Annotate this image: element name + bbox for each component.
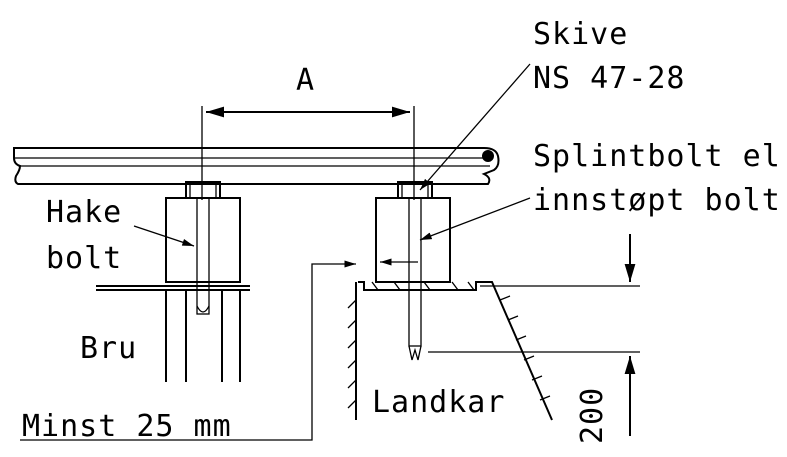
split-bolt-label-2: innstøpt bolt — [533, 183, 781, 218]
dimension-200: 200 — [428, 234, 640, 444]
split-bolt-block — [375, 181, 451, 361]
washer-label-2: NS 47-28 — [533, 61, 686, 96]
dimension-a: A — [201, 63, 415, 200]
bridge-label: Bru — [80, 331, 137, 366]
dimension-a-label: A — [296, 63, 315, 98]
split-bolt-label-1: Splintbolt el. — [533, 139, 787, 174]
abutment-label: Landkar — [372, 385, 505, 420]
min-distance-label: Minst 25 mm — [22, 409, 232, 444]
dimension-200-label: 200 — [575, 387, 610, 444]
abutment — [347, 281, 553, 421]
leaders — [20, 63, 531, 441]
hook-bolt-label-1: Hake — [46, 195, 122, 230]
bridge-structure — [96, 285, 250, 382]
rail — [13, 147, 500, 185]
washer-label-1: Skive — [533, 17, 628, 52]
hook-bolt-label-2: bolt — [46, 241, 122, 276]
hook-bolt-block — [165, 181, 241, 315]
